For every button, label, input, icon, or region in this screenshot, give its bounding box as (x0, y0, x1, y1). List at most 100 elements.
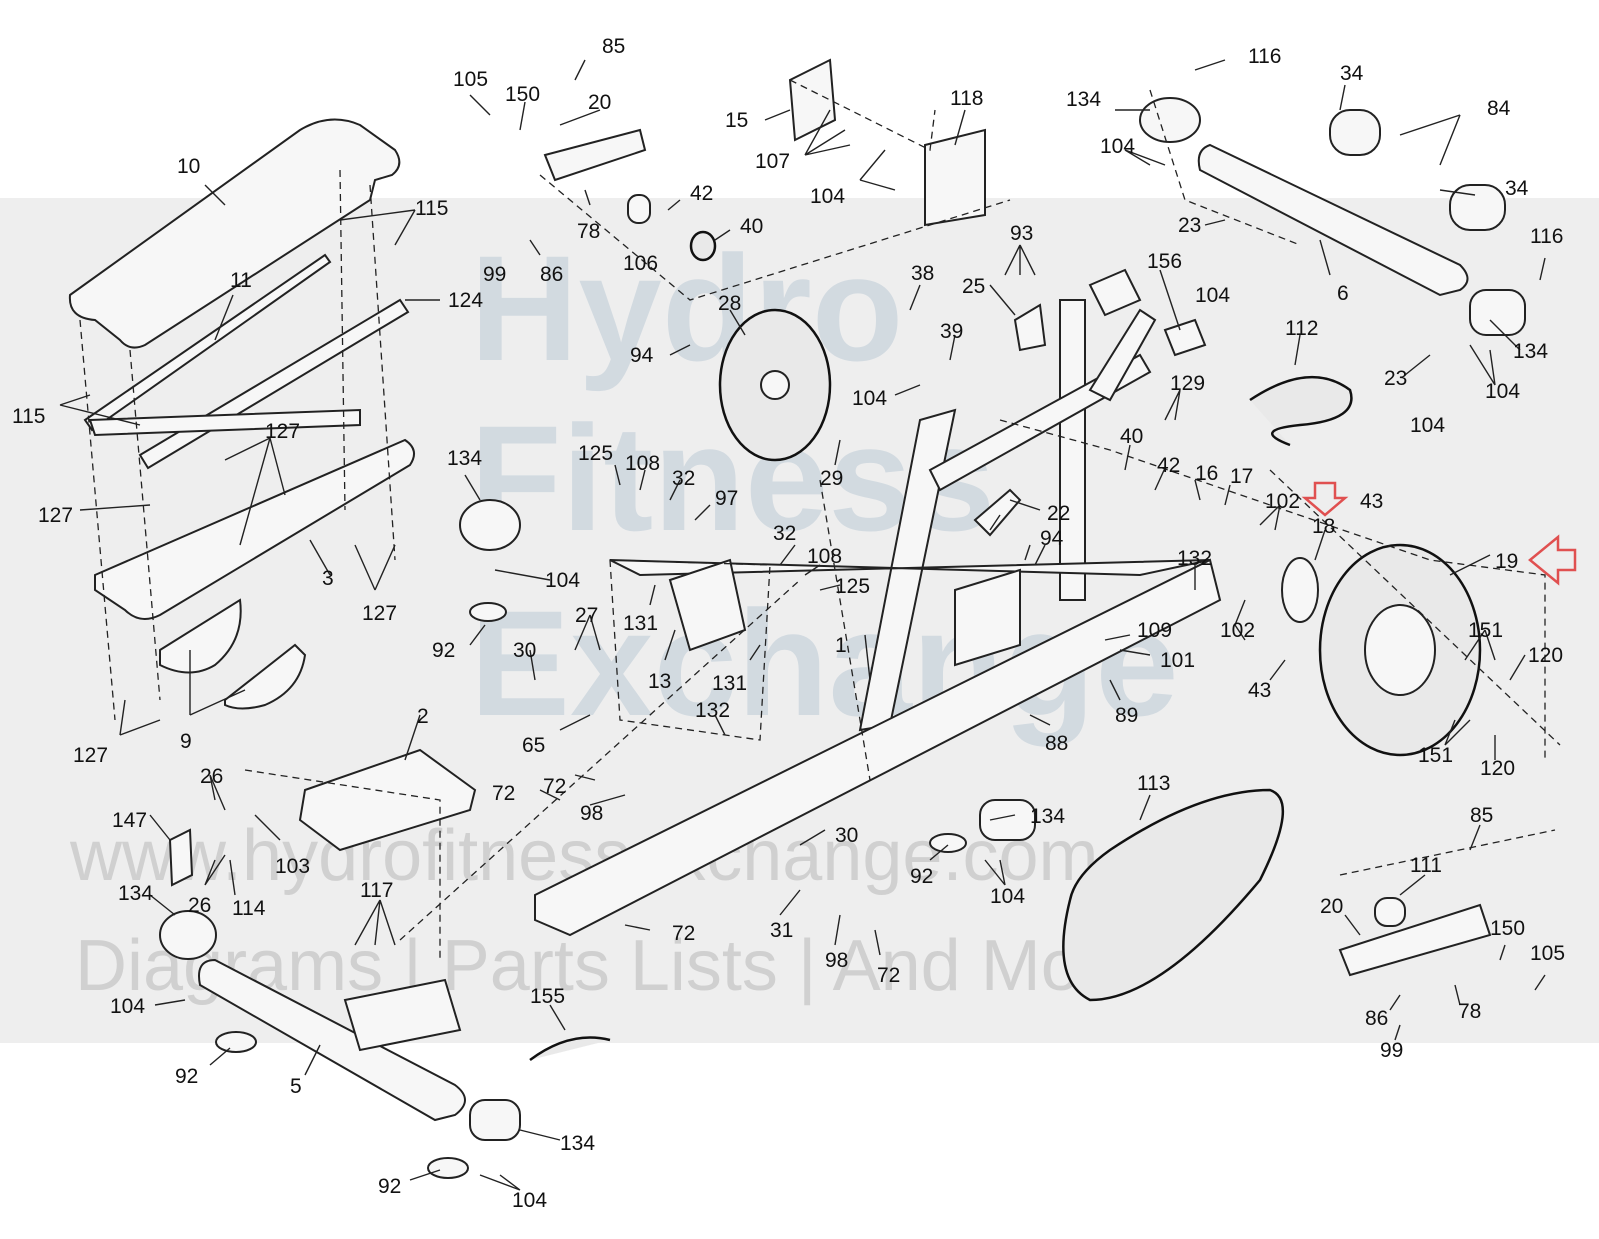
callout: 10 (177, 155, 200, 178)
callouts: 10 11 115 124 115 127 127 3 127 127 9 10… (12, 35, 1565, 1212)
highlight-arrows (1301, 481, 1577, 586)
part-92-foot-rear (929, 833, 967, 853)
part-3-frame (94, 438, 415, 620)
part-92-foot-front (427, 1157, 469, 1179)
part-134-cap-front (469, 1099, 521, 1141)
part-92-foot-left (215, 1031, 257, 1053)
callout: 16 (1195, 462, 1218, 485)
callout: 85 (602, 35, 625, 58)
watermark-line1: Hydro (470, 224, 903, 392)
part-1-base-tube (534, 558, 1222, 937)
callout: 113 (1137, 772, 1170, 795)
callout: 86 (1365, 1007, 1388, 1030)
part-10-cover (68, 118, 401, 349)
callout: 127 (362, 602, 397, 625)
callout: 32 (773, 522, 796, 545)
callout: 156 (1147, 250, 1182, 273)
callout: 115 (415, 197, 448, 220)
callout: 34 (1340, 62, 1364, 85)
callout: 84 (1487, 97, 1511, 120)
callout: 40 (740, 215, 763, 238)
callout: 124 (448, 289, 483, 312)
callout: 20 (1320, 895, 1343, 918)
callout: 103 (275, 855, 310, 878)
callout: 15 (725, 109, 748, 132)
part-13-drive (668, 558, 747, 652)
callout: 72 (543, 775, 566, 798)
callout: 65 (522, 734, 545, 757)
callout: 85 (1470, 804, 1493, 827)
callout: 151 (1418, 744, 1453, 767)
part-28-hub (760, 370, 790, 400)
callout: 118 (950, 87, 983, 110)
callout: 120 (1528, 644, 1563, 667)
arrow-down-icon (1301, 481, 1349, 517)
callout: 98 (825, 949, 848, 972)
callout: 38 (911, 262, 934, 285)
callout: 92 (432, 639, 455, 662)
part-112-power-cord (1249, 375, 1353, 447)
callout: 150 (505, 83, 540, 106)
callout: 127 (38, 504, 73, 527)
callout: 134 (1030, 805, 1065, 828)
leader-lines (59, 59, 1546, 1191)
callout: 104 (810, 185, 845, 208)
callout: 108 (807, 545, 842, 568)
part-134-cap-right (1469, 289, 1526, 336)
callout: 89 (1115, 704, 1138, 727)
part-155-wire (529, 1036, 611, 1062)
callout: 92 (378, 1175, 401, 1198)
part-118-bracket (924, 128, 986, 227)
part-156-pad-right (1163, 318, 1207, 357)
callout: 43 (1360, 490, 1383, 513)
part-6-stabilizer (1197, 143, 1469, 297)
callout: 117 (360, 879, 393, 902)
callout: 92 (910, 865, 933, 888)
part-134-cap-rear (979, 799, 1036, 841)
part-134-cap-mid (459, 499, 521, 551)
part-117-plate (343, 978, 462, 1052)
callout: 78 (1458, 1000, 1481, 1023)
callout: 17 (1230, 465, 1253, 488)
callout: 131 (623, 612, 658, 635)
callout: 104 (990, 885, 1025, 908)
callout: 104 (545, 569, 580, 592)
callout: 94 (630, 344, 654, 367)
part-40-bearing (689, 230, 717, 262)
callout: 104 (1410, 414, 1445, 437)
callout: 31 (770, 919, 793, 942)
callout: 30 (513, 639, 536, 662)
part-1-base-top (609, 559, 1211, 577)
callout: 40 (1120, 425, 1143, 448)
callout: 101 (1160, 649, 1195, 672)
callout: 104 (1485, 380, 1520, 403)
callout: 104 (110, 995, 145, 1018)
callout: 132 (695, 699, 730, 722)
callout: 5 (290, 1075, 302, 1098)
callout: 19 (1495, 550, 1518, 573)
callout: 2 (417, 705, 429, 728)
callout: 105 (453, 68, 488, 91)
callout: 32 (672, 467, 695, 490)
callout: 88 (1045, 732, 1068, 755)
callout: 111 (1410, 854, 1442, 877)
callout: 86 (540, 263, 563, 286)
part-134-cap-left (159, 910, 217, 960)
callout: 131 (712, 672, 747, 695)
callout: 150 (1490, 917, 1525, 940)
part-tray (954, 568, 1021, 667)
part-18-hub (1281, 557, 1319, 623)
callout: 23 (1178, 214, 1201, 237)
part-134-cap-top (1139, 97, 1201, 143)
callout: 25 (962, 275, 985, 298)
callout: 99 (1380, 1039, 1403, 1062)
part-19-flywheel-inner (1364, 604, 1436, 696)
callout: 72 (877, 964, 900, 987)
part-34-roller-top (1329, 109, 1381, 156)
callout: 127 (73, 744, 108, 767)
callout: 134 (118, 882, 153, 905)
callout: 11 (230, 269, 252, 292)
callout: 34 (1505, 177, 1529, 200)
callout: 155 (530, 985, 565, 1008)
part-113-belt (1062, 788, 1285, 1002)
